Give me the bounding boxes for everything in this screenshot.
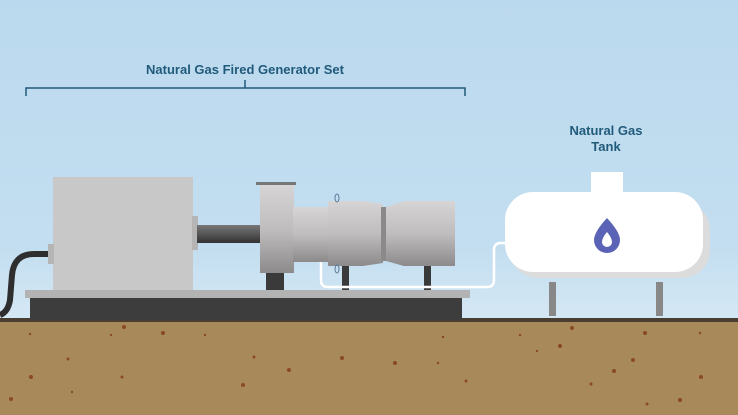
natural-gas-tank [505,172,710,316]
soil-dots [9,325,703,406]
tank-label: Natural Gas Tank [550,123,662,155]
gas-drop-icon [594,218,620,253]
drive-shaft [197,225,261,243]
gas-turbine-engine [256,182,455,290]
generator-set-label: Natural Gas Fired Generator Set [146,62,344,77]
tank-label-line1: Natural Gas [569,123,643,138]
skid-base [25,290,470,320]
tank-label-line2: Tank [591,139,621,154]
ground [0,318,738,415]
fuel-line [319,241,508,289]
generator-set-bracket [25,80,466,96]
electric-generator [48,177,198,290]
power-cable [0,251,50,318]
